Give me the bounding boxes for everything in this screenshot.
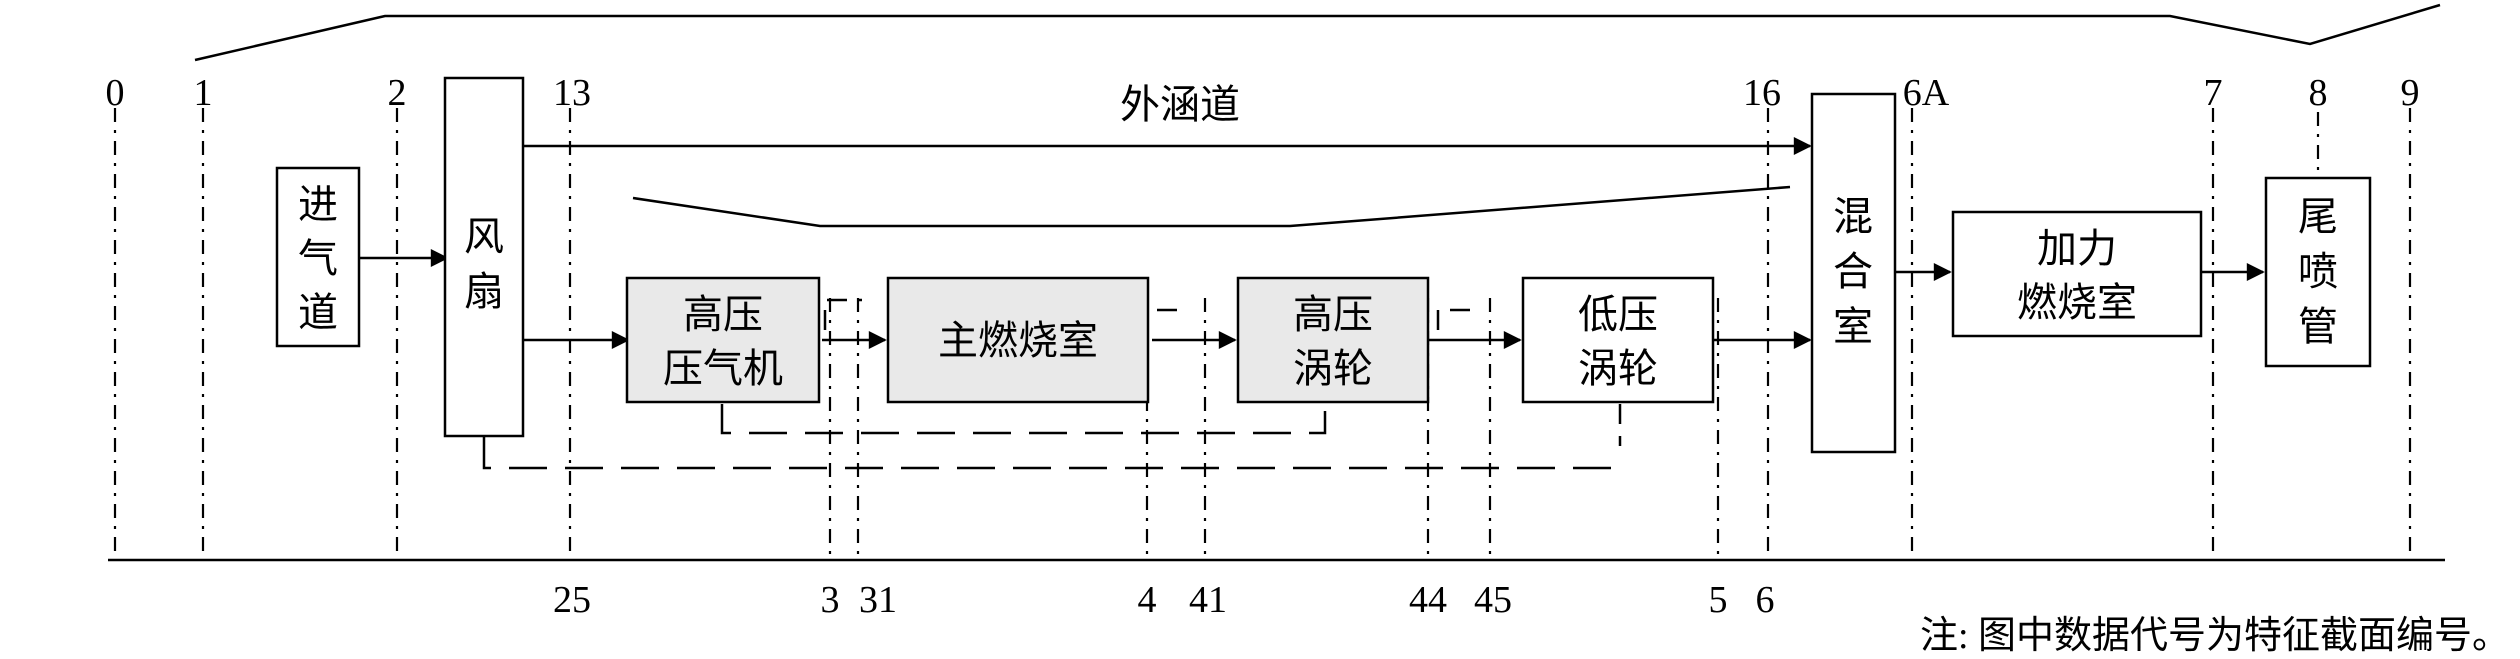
station-1: 1 [194,72,213,114]
svg-text:压气机: 压气机 [663,346,783,391]
svg-text:管: 管 [2298,304,2338,349]
svg-text:加力: 加力 [2037,226,2117,271]
bottom-station-labels: 25 3 31 4 41 44 45 5 6 [553,579,1775,621]
station-8: 8 [2309,72,2328,114]
station-45: 45 [1474,579,1512,621]
station-0: 0 [106,72,125,114]
station-13: 13 [553,72,591,114]
svg-text:扇: 扇 [464,269,504,314]
station-16: 16 [1743,72,1781,114]
afterburner-box: 加力 燃烧室 [1951,210,2203,338]
svg-text:室: 室 [1833,304,1873,349]
station-25: 25 [553,579,591,621]
nozzle-box: 尾 喷 管 [2264,176,2372,368]
svg-text:低压: 低压 [1578,292,1658,337]
svg-text:合: 合 [1833,249,1873,294]
lp-turbine-box: 低压 涡轮 [1521,276,1715,404]
bypass-label: 外涵道 [1120,82,1240,127]
top-station-labels: 0 1 2 13 16 6A 7 8 9 [106,72,2420,114]
svg-text:风: 风 [464,214,504,259]
station-6: 6 [1756,579,1775,621]
hp-compressor-box: 高压 压气机 [625,276,821,404]
svg-text:道: 道 [298,290,338,335]
combustor-box: 主燃烧室 [886,276,1150,404]
station-44: 44 [1409,579,1447,621]
flow-arrows [360,249,2265,349]
svg-text:燃烧室: 燃烧室 [2017,280,2137,325]
station-5: 5 [1709,579,1728,621]
svg-text:涡轮: 涡轮 [1578,346,1658,391]
mixer-box: 混 合 室 [1810,92,1897,454]
station-41: 41 [1189,579,1227,621]
hp-turbine-box: 高压 涡轮 [1236,276,1430,404]
station-7: 7 [2204,72,2223,114]
fan-box: 风 扇 [443,76,525,438]
svg-text:主燃烧室: 主燃烧室 [938,318,1098,363]
svg-text:涡轮: 涡轮 [1293,346,1373,391]
svg-text:尾: 尾 [2298,194,2338,239]
station-2: 2 [388,72,407,114]
svg-text:高压: 高压 [683,292,763,337]
station-31: 31 [859,579,897,621]
inlet-box: 进 气 道 [275,166,361,348]
splitter-outline [632,185,1791,228]
footnote: 注: 图中数据代号为特征截面编号。 [1920,615,2510,657]
station-lines-top [113,108,2412,555]
station-6A: 6A [1903,72,1950,114]
svg-text:气: 气 [298,236,338,281]
svg-text:进: 进 [298,182,338,227]
station-9: 9 [2401,72,2420,114]
svg-text:喷: 喷 [2298,249,2338,294]
svg-text:高压: 高压 [1293,292,1373,337]
station-4: 4 [1138,579,1157,621]
nacelle-outline [194,3,2441,62]
svg-text:混: 混 [1833,194,1873,239]
station-3: 3 [821,579,840,621]
